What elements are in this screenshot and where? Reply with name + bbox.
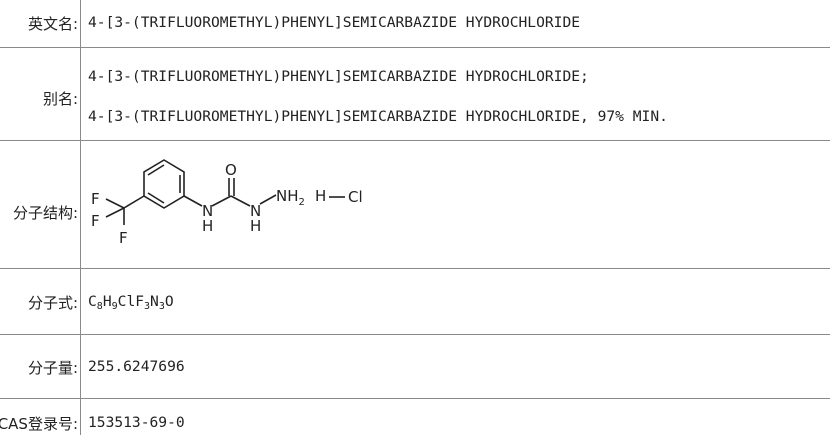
formula-element: H	[102, 293, 112, 310]
nitrogen-atom-label: N	[202, 202, 213, 220]
formula-element: C	[88, 293, 97, 310]
single-bond	[105, 198, 125, 209]
molecular-formula: C8H9ClF3N3O	[88, 293, 174, 312]
benzene-ring	[143, 159, 185, 209]
formula-count: 8	[96, 301, 103, 312]
amine-group-label: NH2	[276, 187, 305, 208]
nitrogen-atom-label: N	[250, 202, 261, 220]
row-divider	[0, 398, 830, 399]
single-bond	[105, 207, 125, 218]
single-bond	[230, 195, 251, 207]
single-bond	[123, 195, 145, 209]
single-bond	[183, 195, 203, 207]
fluorine-atom-label: F	[91, 212, 100, 230]
row-divider	[0, 140, 830, 141]
aromatic-bond	[147, 192, 165, 204]
row-divider	[0, 47, 830, 48]
formula-count: 3	[144, 301, 151, 312]
formula-element: ClF	[117, 293, 145, 310]
molecular-structure-diagram: F F F N H O N H NH2 H Cl	[91, 159, 363, 247]
chlorine-atom-label: Cl	[348, 188, 363, 206]
row-divider	[0, 334, 830, 335]
formula-element: N	[150, 293, 159, 310]
hydrogen-atom-label: H	[250, 217, 261, 235]
english-name-value: 4-[3-(TRIFLUOROMETHYL)PHENYL]SEMICARBAZI…	[88, 14, 581, 31]
formula-label: 分子式:	[27, 294, 78, 312]
hydrogen-atom-label: H	[315, 187, 326, 205]
cas-value: 153513-69-0	[88, 414, 185, 431]
english-name-label: 英文名:	[27, 15, 78, 33]
single-bond	[259, 194, 277, 205]
hydrogen-atom-label: H	[202, 217, 213, 235]
formula-element: O	[164, 293, 174, 310]
synonyms-label: 别名:	[42, 90, 78, 108]
fluorine-atom-label: F	[91, 190, 100, 208]
synonym-item: 4-[3-(TRIFLUOROMETHYL)PHENYL]SEMICARBAZI…	[88, 68, 589, 85]
structure-bonds	[105, 159, 345, 225]
column-divider	[80, 0, 81, 435]
row-divider	[0, 268, 830, 269]
structure-label: 分子结构:	[12, 204, 78, 222]
formula-count: 3	[158, 301, 165, 312]
aromatic-bond	[147, 164, 165, 176]
cas-label: CAS登录号:	[0, 415, 78, 433]
molecular-weight-label: 分子量:	[27, 359, 78, 377]
oxygen-atom-label: O	[225, 161, 237, 179]
molecular-weight-value: 255.6247696	[88, 358, 185, 375]
formula-count: 9	[111, 301, 118, 312]
single-bond	[211, 195, 232, 207]
fluorine-atom-label: F	[119, 229, 128, 247]
synonym-item: 4-[3-(TRIFLUOROMETHYL)PHENYL]SEMICARBAZI…	[88, 108, 668, 125]
